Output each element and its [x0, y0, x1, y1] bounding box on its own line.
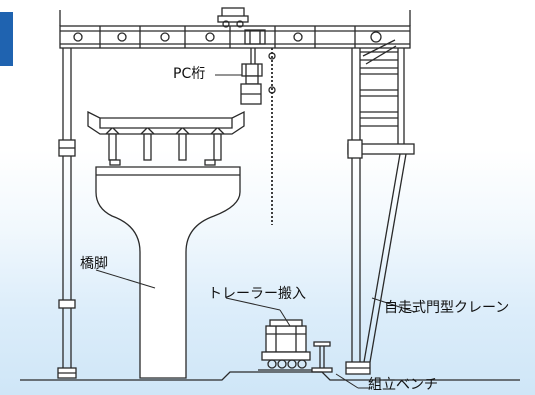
crane-left-leg — [57, 48, 77, 379]
gantry-beam — [59, 7, 411, 49]
pc-girder — [87, 110, 245, 166]
assembly-bench — [311, 341, 333, 373]
label-pier: 橋脚 — [80, 256, 108, 272]
section-tab-marker — [0, 12, 13, 66]
label-trailer: トレーラー搬入 — [208, 286, 306, 302]
leader-lines — [95, 74, 416, 389]
hoist-hook — [240, 48, 263, 105]
label-bench: 組立ベンチ — [368, 377, 438, 393]
ground-line — [20, 371, 520, 381]
label-crane: 自走式門型クレーン — [384, 300, 510, 316]
label-pc-girder: PC桁 — [173, 66, 206, 82]
bridge-pier — [95, 166, 241, 379]
crane-right-leg — [345, 39, 415, 375]
trailer — [258, 319, 314, 371]
